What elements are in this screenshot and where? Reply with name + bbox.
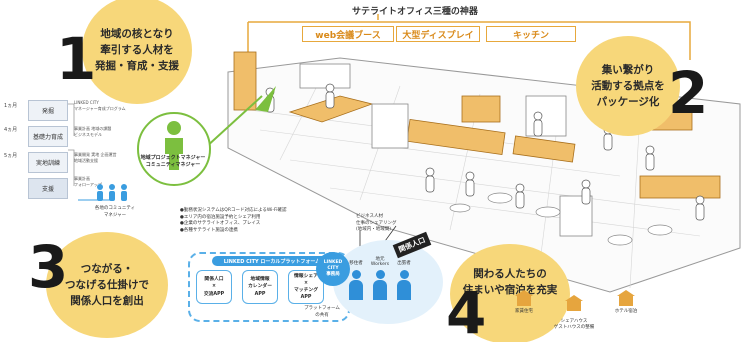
tag-large-display: 大型ディスプレイ [396,26,480,42]
step-label: 支援 [41,186,54,193]
step-item: 支援 [28,178,68,199]
tag-kitchen: キッチン [486,26,576,42]
lodging-hotel: ホテル宿泊 [606,290,646,314]
bubble-1: 地域の核となり 牽引する人材を 発掘・育成・支援 [82,0,192,104]
platform-title: LINKED CITY ローカルプラットフォーム [212,256,332,266]
manager-label: 地域プロジェクトマネジャー コミュニティマネジャー [140,155,206,168]
community-people-icon [97,184,127,201]
step-note: 事業計画 フォローアップ [74,176,102,187]
step-month: 4ヵ月 [4,127,18,133]
house-icon [565,295,583,311]
lodging-label: 家賃住宅 [515,309,533,314]
platform-share-note: プラットフォーム の共有 [304,306,340,318]
bubble-3-text: つながる・ つなげる仕掛けで 関係人口を創出 [65,262,149,308]
app-matching: 情報シェア × マッチング APP [288,270,324,304]
app-exchange: 関係人口 × 交流APP [196,270,232,304]
person-icon [396,270,412,308]
manager-circle [137,112,211,186]
step-label: 発掘 [41,108,54,115]
number-4: 4 [446,279,487,342]
community-note: 各地のコミュニティ マネジャー [94,206,136,218]
person-icon [372,270,388,308]
house-icon [515,290,533,306]
person-label: 出張者 [397,261,411,266]
bubble-4-text: 関わる人たちの 住まいや宿泊を充実 [462,267,558,296]
step-item: 発掘 [28,100,68,121]
step-label: 基礎力育成 [32,134,63,141]
step-label: 実地訓練 [35,160,60,167]
person-icon [348,270,364,308]
lodging-rent: 家賃住宅 [504,290,544,314]
app-calendar: 地域情報 カレンダー APP [242,270,278,304]
lodging-label: ホテル宿泊 [614,309,638,314]
bubble-2-text: 集い繋がり 活動する拠点を パッケージ化 [591,63,665,109]
number-3: 3 [28,233,69,301]
page-title: サテライトオフィス三種の神器 [352,7,478,17]
person-label: 地元 Workers [370,257,390,267]
number-1: 1 [56,25,97,93]
feature-bullets: ●勤務状況システムはQRコード対応によるWi-Fi確認 ●エリア内の宿泊施設予約… [180,208,287,233]
number-2: 2 [668,59,709,127]
person-label: 移住者 [349,261,363,266]
step-month: 5ヵ月 [4,153,18,159]
training-steps: 発掘 基礎力育成 実地訓練 支援 [28,100,68,204]
step-month: 1ヵ月 [4,103,18,109]
bubble-3: つながる・ つなげる仕掛けで 関係人口を創出 [46,232,168,338]
step-item: 実地訓練 [28,152,68,173]
business-sharing-note: ビジネス人材 仕事のシェアリング (地域内・地域間) [356,214,397,233]
person-icon [165,121,183,170]
bubble-2: 集い繋がり 活動する拠点を パッケージ化 [576,36,680,136]
bubble-4: 関わる人たちの 住まいや宿泊を充実 [450,244,570,342]
linked-city-badge: LINKED CITY 事務局 [316,252,350,286]
step-note: LINKED CITY マネージャー育成プログラム [74,100,126,111]
step-note: 事業計画 地域の課題 ビジネスモデル [74,126,112,137]
step-item: 基礎力育成 [28,126,68,147]
building-icon [617,290,635,306]
bubble-1-text: 地域の核となり 牽引する人材を 発掘・育成・支援 [95,27,179,73]
lodging-label: シェアハウス ゲストハウスの整備 [553,319,595,330]
lodging-sharehouse: シェアハウス ゲストハウスの整備 [546,295,602,335]
step-note: 事業開発 実地 企画運営 地域活動支援 [74,152,117,163]
tag-web-booth: web会議ブース [302,26,394,42]
